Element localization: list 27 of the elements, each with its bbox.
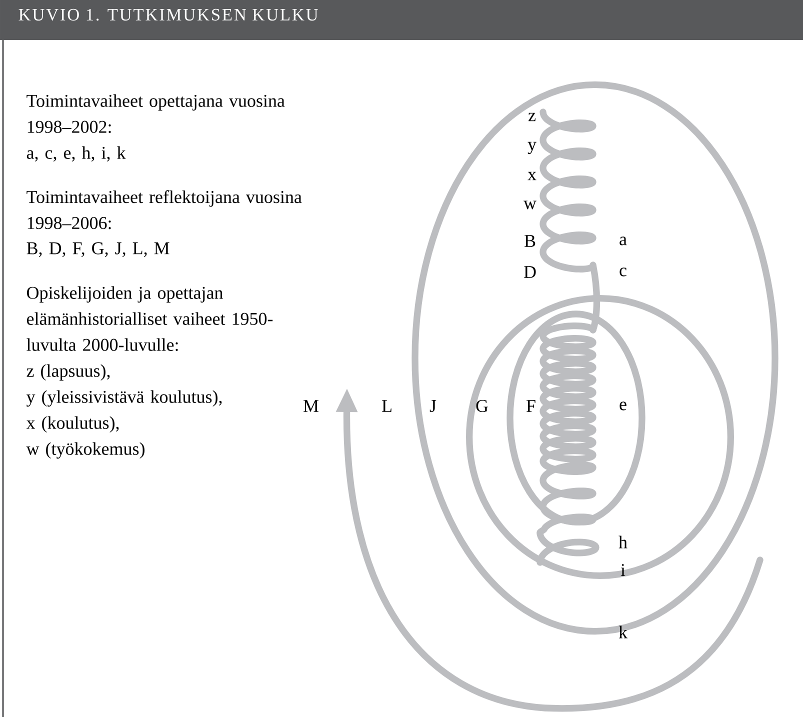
phase-letter: J — [430, 400, 436, 412]
legend-text: Toimintavaiheet opettajana vuosina 1998–2002: — [26, 94, 285, 133]
phase-letter: k — [618, 626, 628, 638]
legend-text: y (yleissivistävä koulutus), — [26, 390, 222, 407]
phase-letter: y — [528, 142, 536, 154]
legend-text: B, D, F, G, J, L, M — [26, 242, 170, 257]
legend-text: w (työkokemus) — [26, 442, 144, 459]
phase-letter: x — [528, 172, 536, 180]
legend-text: z (lapsuus), — [26, 364, 110, 381]
phase-letter: G — [476, 400, 488, 412]
legend-text: Opiskelijoiden ja opettajan elämänhistorialliset vaiheet 1950-luvulta 2000-luvulle: — [26, 286, 273, 351]
phase-letter: w — [524, 200, 536, 210]
phase-letter: i — [620, 564, 626, 576]
phase-letter: e — [620, 402, 626, 410]
phase-letter: B — [524, 235, 536, 247]
title-band: KUVIO 1. TUTKIMUKSEN KULKU — [0, 0, 803, 40]
phase-letter: z — [528, 112, 536, 122]
phase-letter: F — [526, 400, 536, 412]
phase-letter: a — [620, 236, 627, 246]
legend-text: Toimintavaiheet reflektoijana vuosina 1998–2006: — [26, 190, 302, 230]
phase-letter: D — [524, 266, 536, 278]
phase-letter: M — [304, 400, 318, 412]
phase-letter: L — [382, 400, 392, 412]
legend-text: a, c, e, h, i, k — [26, 146, 126, 162]
legend-text: x (koulutus), — [26, 416, 119, 433]
phase-letter: h — [618, 536, 628, 548]
phase-letter: c — [620, 268, 626, 276]
